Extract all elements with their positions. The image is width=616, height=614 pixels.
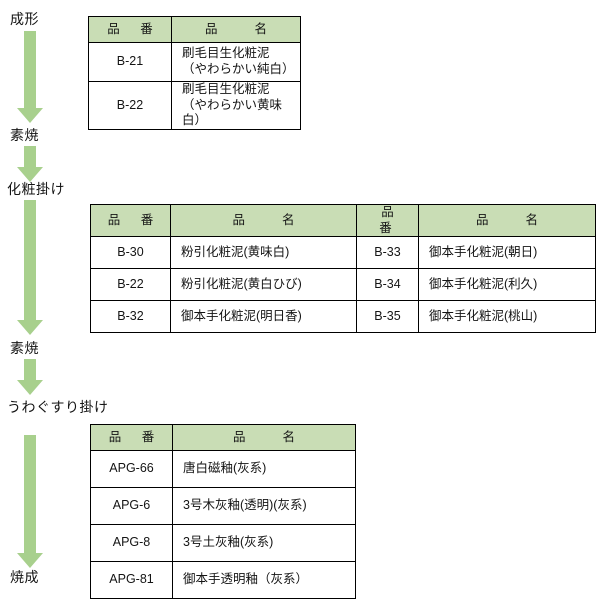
cell-code-left: B-30 — [90, 236, 171, 270]
cell-name: 3号土灰釉(灰系) — [172, 524, 356, 562]
arrow-shaft — [24, 435, 36, 553]
table-row: B-22 刷毛目生化粧泥 （やわらかい黄味白） — [88, 81, 301, 130]
table-row: B-21 刷毛目生化粧泥 （やわらかい純白） — [88, 42, 301, 82]
arrow-head — [17, 167, 43, 182]
column-header-code-left: 品 番 — [90, 203, 171, 238]
table-row: B-32 御本手化粧泥(明日香) B-35 御本手化粧泥(桃山) — [90, 300, 596, 334]
cell-code: APG-66 — [90, 450, 173, 488]
cell-code: APG-8 — [90, 524, 173, 562]
cell-code-left: B-22 — [90, 268, 171, 302]
cell-code: B-22 — [88, 81, 172, 130]
cell-code: APG-81 — [90, 561, 173, 599]
table-row: B-30 粉引化粧泥(黄味白) B-33 御本手化粧泥(朝日) — [90, 236, 596, 270]
arrow-shaft — [24, 146, 36, 167]
flow-label-glazing: うわぐすり掛け — [7, 399, 109, 415]
arrow-bisque-to-glaze — [17, 359, 43, 395]
table-slip-materials: 品 番 品 名 品 番 品 名 B-30 粉引化粧泥(黄味白) B-33 御本手… — [90, 203, 596, 334]
cell-name: 刷毛目生化粧泥 （やわらかい黄味白） — [171, 81, 301, 130]
arrow-shaft — [24, 31, 36, 108]
cell-code-left: B-32 — [90, 300, 171, 334]
column-header-name-left: 品 名 — [170, 203, 357, 238]
arrow-head — [17, 553, 43, 568]
column-header-name-right: 品 名 — [418, 203, 596, 238]
table-row: APG-6 3号木灰釉(透明)(灰系) — [90, 487, 356, 525]
arrow-head — [17, 380, 43, 395]
column-header-code-right: 品 番 — [356, 203, 419, 238]
flow-label-bisque-1: 素焼 — [10, 127, 39, 143]
flow-label-moulding: 成形 — [10, 11, 39, 27]
cell-code-right: B-34 — [356, 268, 419, 302]
cell-name-right: 御本手化粧泥(利久) — [418, 268, 596, 302]
cell-name-left: 粉引化粧泥(黄白ひび) — [170, 268, 357, 302]
cell-code-right: B-33 — [356, 236, 419, 270]
flow-label-bisque-2: 素焼 — [10, 340, 39, 356]
arrow-shaft — [24, 200, 36, 320]
arrow-bisque-to-slip — [17, 146, 43, 182]
table-row: APG-81 御本手透明釉（灰系） — [90, 561, 356, 599]
arrow-head — [17, 320, 43, 335]
arrow-glaze-to-firing — [17, 435, 43, 568]
flow-label-firing: 焼成 — [10, 569, 39, 585]
table-row: APG-8 3号土灰釉(灰系) — [90, 524, 356, 562]
cell-name: 唐白磁釉(灰系) — [172, 450, 356, 488]
table-row: APG-66 唐白磁釉(灰系) — [90, 450, 356, 488]
table-header-row: 品 番 品 名 — [88, 16, 301, 43]
cell-code: APG-6 — [90, 487, 173, 525]
cell-name-left: 御本手化粧泥(明日香) — [170, 300, 357, 334]
cell-name-left: 粉引化粧泥(黄味白) — [170, 236, 357, 270]
table-header-row: 品 番 品 名 品 番 品 名 — [90, 203, 596, 238]
flow-label-slip-coating: 化粧掛け — [7, 181, 65, 197]
cell-code: B-21 — [88, 42, 172, 82]
arrow-slip-to-bisque — [17, 200, 43, 335]
table-row: B-22 粉引化粧泥(黄白ひび) B-34 御本手化粧泥(利久) — [90, 268, 596, 302]
column-header-code: 品 番 — [90, 424, 173, 451]
column-header-name: 品 名 — [171, 16, 301, 43]
table-glaze-materials: 品 番 品 名 APG-66 唐白磁釉(灰系) APG-6 3号木灰釉(透明)(… — [90, 424, 356, 599]
table-header-row: 品 番 品 名 — [90, 424, 356, 451]
column-header-code: 品 番 — [88, 16, 172, 43]
cell-name: 3号木灰釉(透明)(灰系) — [172, 487, 356, 525]
arrow-moulding-to-bisque — [17, 31, 43, 123]
cell-code-right: B-35 — [356, 300, 419, 334]
arrow-head — [17, 108, 43, 123]
cell-name-right: 御本手化粧泥(朝日) — [418, 236, 596, 270]
cell-name: 刷毛目生化粧泥 （やわらかい純白） — [171, 42, 301, 82]
table-moulding-materials: 品 番 品 名 B-21 刷毛目生化粧泥 （やわらかい純白） B-22 刷毛目生… — [88, 16, 301, 130]
column-header-name: 品 名 — [172, 424, 356, 451]
arrow-shaft — [24, 359, 36, 380]
cell-name-right: 御本手化粧泥(桃山) — [418, 300, 596, 334]
cell-name: 御本手透明釉（灰系） — [172, 561, 356, 599]
